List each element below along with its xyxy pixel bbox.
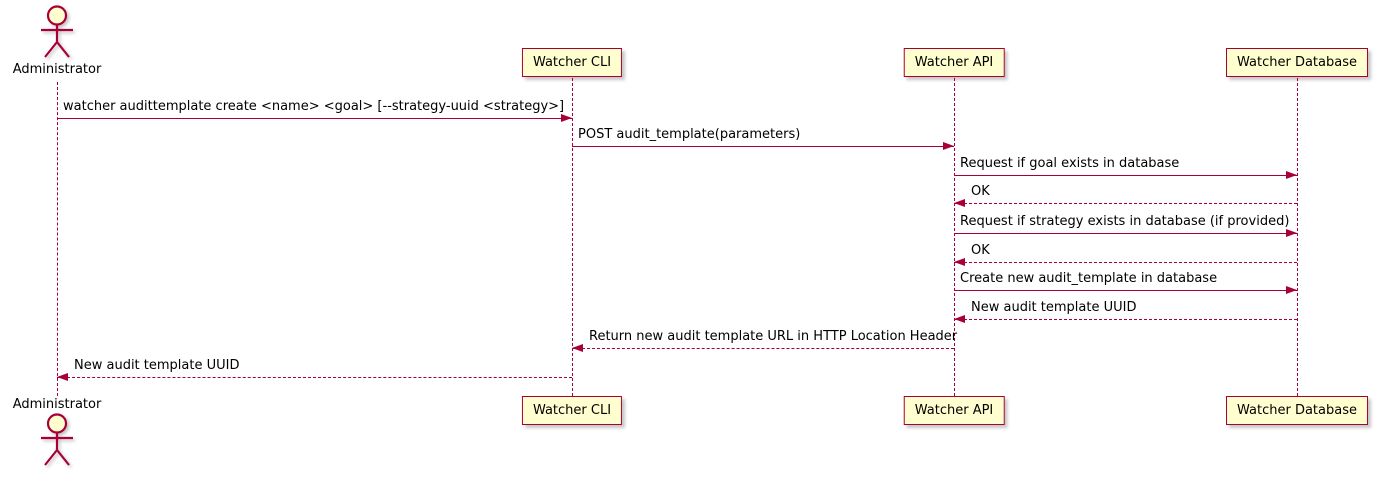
message-6-line xyxy=(954,262,1297,263)
message-10-label: New audit template UUID xyxy=(74,358,240,373)
message-5-arrowhead xyxy=(1286,229,1297,237)
message-6-label: OK xyxy=(971,243,990,258)
participant-box-watcher-cli-top: Watcher CLI xyxy=(521,48,623,77)
message-7-arrowhead xyxy=(1286,286,1297,294)
lifeline-watcher-api xyxy=(954,78,955,396)
participant-box-watcher-database-top: Watcher Database xyxy=(1226,48,1368,77)
actor-administrator-figure-top xyxy=(34,4,80,64)
participant-box-watcher-api-bottom: Watcher API xyxy=(903,396,1005,425)
message-1-label: watcher audittemplate create <name> <goa… xyxy=(63,99,565,114)
lifeline-administrator xyxy=(57,82,58,396)
actor-icon xyxy=(41,413,73,466)
message-9-arrowhead xyxy=(572,344,583,352)
message-3-line xyxy=(954,175,1297,176)
message-4-arrowhead xyxy=(954,199,965,207)
actor-administrator-figure-bottom xyxy=(34,412,80,472)
message-4-line xyxy=(954,203,1297,204)
message-10-arrowhead xyxy=(57,373,68,381)
message-9-label: Return new audit template URL in HTTP Lo… xyxy=(589,329,958,344)
message-8-label: New audit template UUID xyxy=(971,300,1137,315)
message-8-line xyxy=(954,319,1297,320)
lifeline-watcher-database xyxy=(1297,78,1298,396)
message-6-arrowhead xyxy=(954,258,965,266)
message-2-line xyxy=(572,146,954,147)
message-4-label: OK xyxy=(971,184,990,199)
message-2-label: POST audit_template(parameters) xyxy=(578,127,801,142)
message-1-line xyxy=(57,118,572,119)
message-3-arrowhead xyxy=(1286,171,1297,179)
message-9-line xyxy=(572,348,954,349)
message-7-label: Create new audit_template in database xyxy=(960,271,1218,286)
actor-administrator-label-bottom: Administrator xyxy=(12,397,102,412)
message-10-line xyxy=(57,377,572,378)
message-3-label: Request if goal exists in database xyxy=(960,156,1180,171)
lifeline-watcher-cli xyxy=(572,78,573,396)
message-7-line xyxy=(954,290,1297,291)
message-5-label: Request if strategy exists in database (… xyxy=(960,214,1290,229)
actor-icon xyxy=(41,5,73,58)
participant-box-watcher-database-bottom: Watcher Database xyxy=(1226,396,1368,425)
participant-box-watcher-api-top: Watcher API xyxy=(903,48,1005,77)
actor-administrator-label-top: Administrator xyxy=(12,62,102,77)
message-5-line xyxy=(954,233,1297,234)
message-8-arrowhead xyxy=(954,315,965,323)
participant-box-watcher-cli-bottom: Watcher CLI xyxy=(521,396,623,425)
message-2-arrowhead xyxy=(943,142,954,150)
message-1-arrowhead xyxy=(561,114,572,122)
